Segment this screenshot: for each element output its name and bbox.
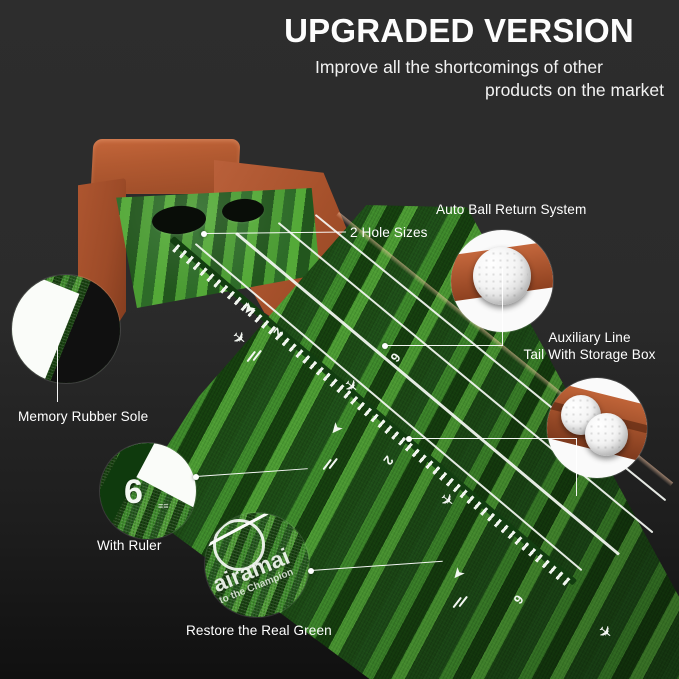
ruler-ticks: ≡≡ (158, 501, 169, 511)
callout-label-auto-ball-return: Auto Ball Return System (436, 202, 587, 217)
callout-label-two-hole-sizes: 2 Hole Sizes (350, 225, 428, 240)
detail-bubble-memory-rubber-sole (12, 275, 120, 383)
page-subtitle: Improve all the shortcomings of other pr… (250, 56, 668, 102)
callout-line-auto-ball-return-v (502, 268, 504, 346)
golf-ball (561, 395, 601, 435)
callout-line-auxiliary-line-h (409, 438, 577, 440)
callout-line-auto-ball-return-h (385, 345, 503, 347)
callout-line-auxiliary-line-v (576, 438, 578, 496)
headline-block: UPGRADED VERSION Improve all the shortco… (250, 12, 668, 102)
callout-line-memory-rubber-sole (57, 340, 59, 402)
callout-label-auxiliary-line: Auxiliary Line Tail With Storage Box (500, 329, 679, 363)
golf-ball (585, 413, 628, 456)
detail-bubble-restore-real-green: airamai to the Champion (205, 513, 309, 617)
callout-label-memory-rubber-sole: Memory Rubber Sole (18, 409, 149, 424)
callout-label-auxiliary-line-2: Tail With Storage Box (523, 347, 656, 363)
callout-label-with-ruler: With Ruler (97, 538, 162, 553)
subtitle-line-2: products on the market (485, 80, 664, 101)
callout-label-restore-real-green: Restore the Real Green (186, 623, 332, 638)
callout-label-auxiliary-line-1: Auxiliary Line (548, 330, 631, 345)
ruler-number: 6 (124, 473, 143, 511)
field-arc-marking (213, 519, 265, 571)
detail-bubble-storage-box (547, 378, 647, 478)
page-title: UPGRADED VERSION (284, 12, 634, 49)
detail-bubble-with-ruler: 6 ≡≡ (100, 443, 196, 539)
subtitle-line-1: Improve all the shortcomings of other (315, 56, 603, 77)
